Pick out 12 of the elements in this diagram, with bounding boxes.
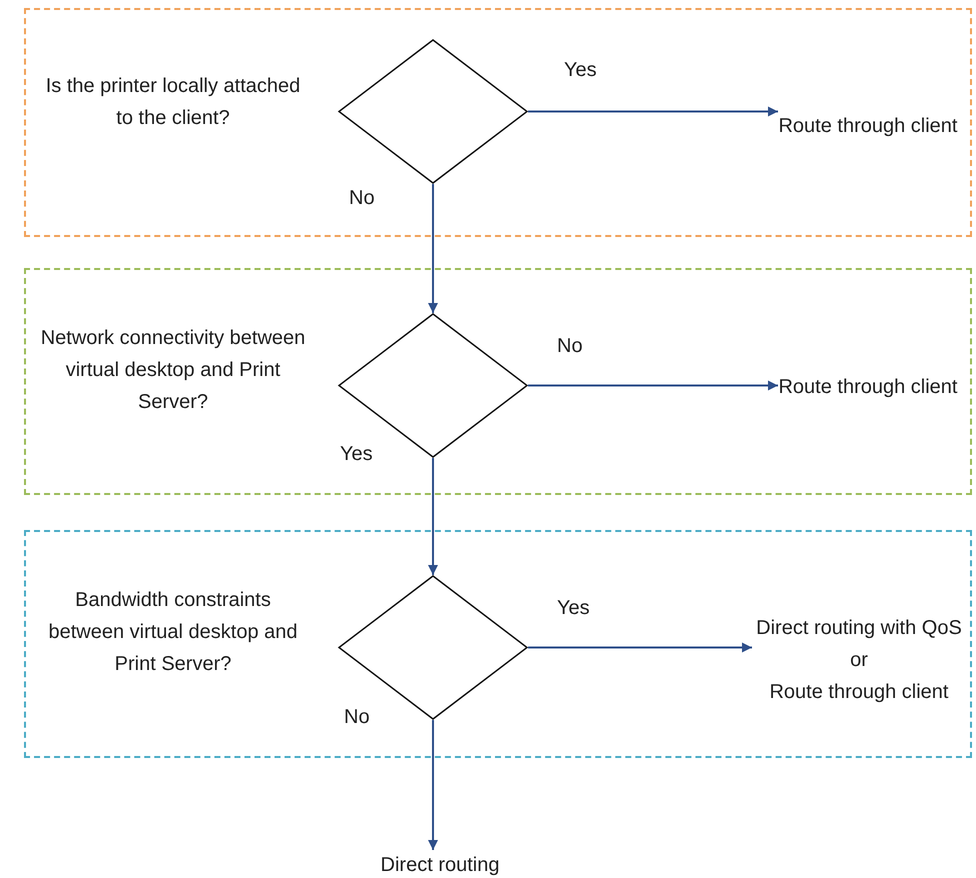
outcome-text: Direct routing	[380, 853, 500, 878]
outcome-text: Route through client	[778, 375, 958, 400]
dashed-group-band	[24, 8, 972, 237]
dashed-group-band	[24, 268, 972, 495]
outcome-text: or	[850, 648, 868, 673]
question-text: Bandwidth constraints between virtual desktop and Print Server?	[47, 588, 299, 676]
dashed-group-band	[24, 530, 972, 758]
outcome-text: Route through client	[778, 114, 958, 139]
question-text: Network connectivity between virtual desktop and Print Server?	[40, 326, 306, 414]
outcome-text: Direct routing with QoS	[756, 616, 962, 641]
outcome-text: Route through client	[769, 680, 948, 705]
question-text: Is the printer locally attached to the client?	[44, 74, 302, 130]
